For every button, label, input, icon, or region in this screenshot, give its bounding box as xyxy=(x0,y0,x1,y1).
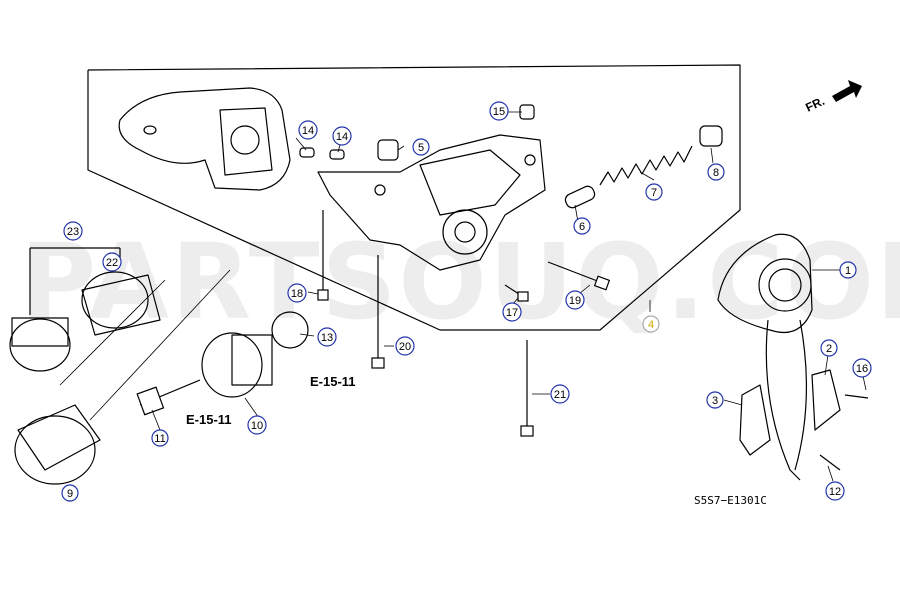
callout-17[interactable]: 17 xyxy=(502,302,522,322)
oil-pump-chain-assembly xyxy=(717,233,869,481)
front-direction-indicator: FR. xyxy=(803,80,862,115)
svg-text:15: 15 xyxy=(493,106,505,118)
svg-text:13: 13 xyxy=(321,332,333,344)
callout-4[interactable]: 4 xyxy=(642,315,660,333)
callout-6[interactable]: 6 xyxy=(573,217,591,235)
callout-1[interactable]: 1 xyxy=(839,261,857,279)
callout-22[interactable]: 22 xyxy=(102,252,122,272)
svg-text:14: 14 xyxy=(336,131,348,143)
callout-8[interactable]: 8 xyxy=(707,163,725,181)
callout-2[interactable]: 2 xyxy=(820,339,838,357)
svg-text:11: 11 xyxy=(154,433,165,445)
callout-20[interactable]: 20 xyxy=(395,336,415,356)
svg-text:5: 5 xyxy=(418,142,424,154)
svg-text:16: 16 xyxy=(856,363,868,375)
long-bolts xyxy=(317,210,534,437)
svg-text:23: 23 xyxy=(67,226,79,238)
callout-19[interactable]: 19 xyxy=(565,290,585,310)
callout-3[interactable]: 3 xyxy=(706,391,724,409)
callout-15[interactable]: 15 xyxy=(489,101,509,121)
relief-valve-assembly xyxy=(564,125,723,209)
svg-text:6: 6 xyxy=(579,221,585,233)
oil-filter-group xyxy=(9,247,231,485)
oil-filter-adapter-part xyxy=(136,311,309,416)
reference-label-2[interactable]: E-15-11 xyxy=(186,412,232,427)
callout-18[interactable]: 18 xyxy=(287,283,307,303)
pump-mounting-bolts xyxy=(504,261,611,302)
dowel-pin-pair xyxy=(299,147,345,160)
callout-10[interactable]: 10 xyxy=(247,415,267,435)
direction-label: FR. xyxy=(803,94,826,115)
callout-21[interactable]: 21 xyxy=(550,384,570,404)
svg-text:17: 17 xyxy=(506,307,518,319)
callout-14b[interactable]: 14 xyxy=(332,126,352,146)
callout-16[interactable]: 16 xyxy=(852,358,872,378)
callout-9[interactable]: 9 xyxy=(61,484,79,502)
svg-text:19: 19 xyxy=(569,295,581,307)
svg-text:1: 1 xyxy=(845,265,851,277)
svg-text:9: 9 xyxy=(67,488,73,500)
reference-label-1[interactable]: E-15-11 xyxy=(310,374,356,389)
callout-5[interactable]: 5 xyxy=(412,138,430,156)
svg-text:2: 2 xyxy=(826,343,832,355)
svg-text:3: 3 xyxy=(712,395,718,407)
svg-text:22: 22 xyxy=(106,257,118,269)
callout-12[interactable]: 12 xyxy=(825,481,845,501)
svg-text:12: 12 xyxy=(829,486,841,498)
callout-7[interactable]: 7 xyxy=(645,183,663,201)
svg-text:8: 8 xyxy=(713,167,719,179)
svg-text:10: 10 xyxy=(251,420,263,432)
oil-pump-cover-part xyxy=(118,87,291,191)
front-arrow-icon xyxy=(832,80,862,102)
callout-14a[interactable]: 14 xyxy=(298,120,318,140)
svg-text:4: 4 xyxy=(648,319,654,331)
svg-text:21: 21 xyxy=(554,389,566,401)
assembly-frame xyxy=(87,64,741,331)
diagram-code: S5S7−E1301C xyxy=(694,494,767,507)
callout-23[interactable]: 23 xyxy=(63,221,83,241)
callout-11[interactable]: 11 xyxy=(151,429,169,447)
svg-text:20: 20 xyxy=(399,341,411,353)
svg-text:18: 18 xyxy=(291,288,303,300)
callout-13[interactable]: 13 xyxy=(317,327,337,347)
svg-text:14: 14 xyxy=(302,125,314,137)
svg-text:7: 7 xyxy=(651,187,657,199)
